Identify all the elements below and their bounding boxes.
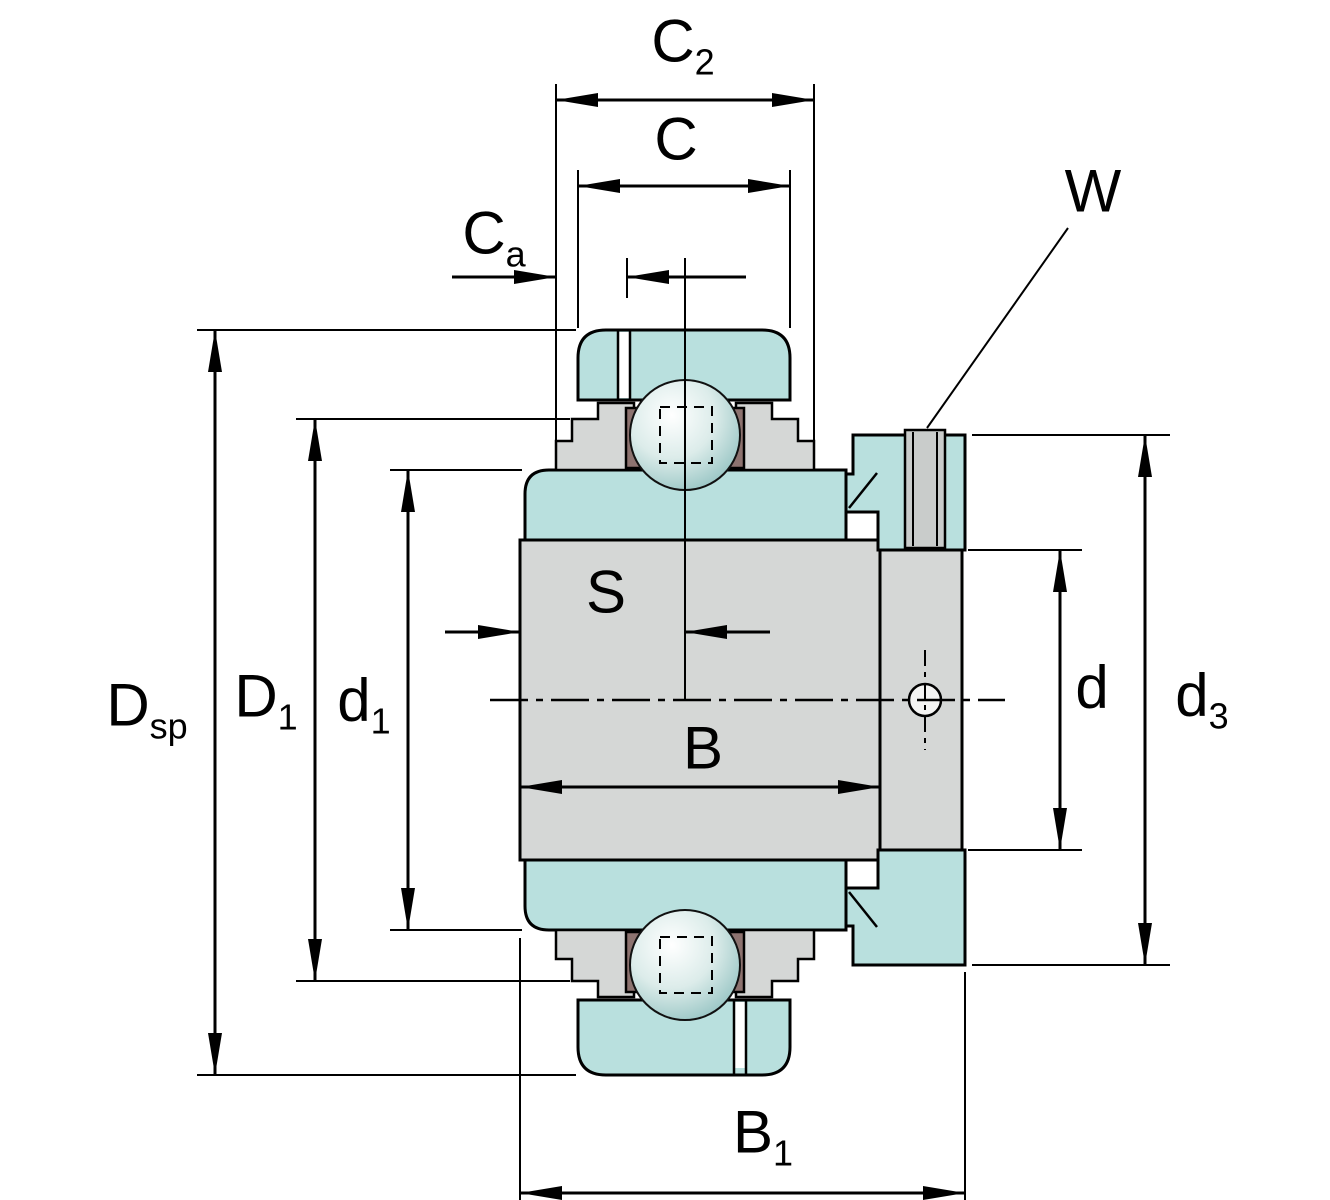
collar-top-cut-line xyxy=(848,472,878,509)
dim-label-dsp: Dsp xyxy=(106,671,188,747)
dim-label-b1: B1 xyxy=(732,1098,794,1174)
collar-bottom xyxy=(844,848,967,967)
labyrinth-top-left xyxy=(554,401,636,472)
ball-bottom-hidden-detail xyxy=(659,936,713,994)
collar-bottom-cut-line xyxy=(848,891,878,928)
ball-bottom xyxy=(629,909,741,1021)
dimension-d xyxy=(968,549,1082,851)
dimension-dsp xyxy=(197,329,576,1076)
dimension-c2 xyxy=(555,84,815,441)
end-cap-bottom xyxy=(576,998,792,1077)
dim-label-ca: Ca xyxy=(462,199,526,275)
set-screw-body xyxy=(903,428,947,550)
cap-bottom-slit xyxy=(735,1002,745,1068)
dimension-c xyxy=(577,170,791,328)
dim-label-d: d xyxy=(1075,653,1109,721)
dim-label-D1: D1 xyxy=(234,662,298,738)
dim-label-d1: d1 xyxy=(337,666,391,742)
dimension-d1-inner xyxy=(390,469,522,931)
leader-w xyxy=(926,227,1069,429)
leader-line xyxy=(926,227,1069,429)
dimension-ca xyxy=(452,258,746,298)
set-screw xyxy=(903,428,947,550)
labyrinth-bottom-right xyxy=(734,928,816,999)
cap-top-slit xyxy=(619,332,629,398)
dimension-d3 xyxy=(972,434,1170,966)
dim-label-s: S xyxy=(585,558,627,626)
dim-label-w: W xyxy=(1064,157,1122,225)
dimension-d1-outer xyxy=(296,418,570,982)
labyrinth-bottom-left xyxy=(554,928,636,999)
dim-label-b: B xyxy=(682,714,724,782)
dim-label-c: C xyxy=(654,105,698,173)
ball-bottom-sphere xyxy=(629,909,741,1021)
labyrinth-top-right xyxy=(734,401,816,472)
dim-label-c2: C2 xyxy=(651,7,715,83)
dim-label-d3: d3 xyxy=(1175,661,1229,737)
